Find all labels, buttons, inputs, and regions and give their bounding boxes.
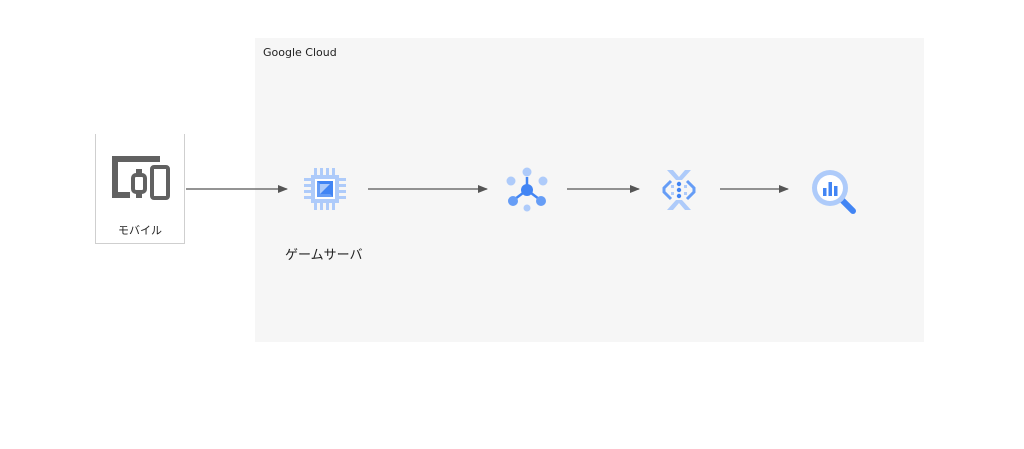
pubsub-icon[interactable] (504, 166, 550, 212)
game-server-label: ゲームサーバ (285, 248, 363, 263)
bigquery-icon[interactable] (808, 166, 858, 216)
google-cloud-label: Google Cloud (263, 46, 337, 59)
compute-engine-icon[interactable] (301, 165, 349, 213)
dataflow-icon[interactable] (656, 164, 702, 216)
mobile-node[interactable]: モバイル (95, 134, 185, 244)
mobile-label: モバイル (118, 224, 162, 237)
mobile-devices-icon (112, 156, 170, 200)
